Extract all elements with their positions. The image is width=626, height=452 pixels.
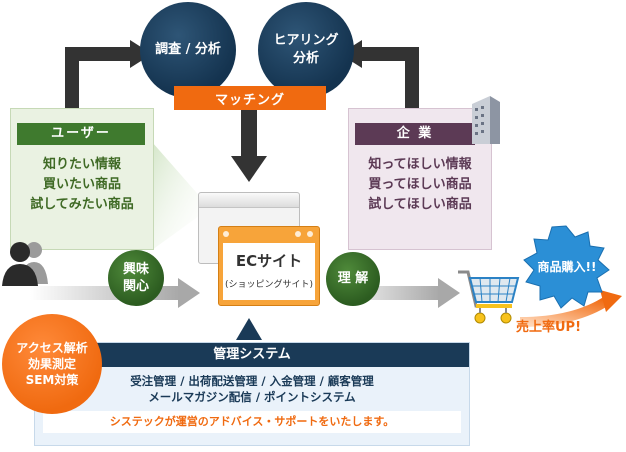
arrowhead-matching-to-ec	[231, 156, 267, 182]
company-box-title-bar: 企 業	[355, 123, 475, 145]
arrowhead-interest	[178, 278, 200, 308]
user-box-title-bar: ユーザー	[17, 123, 145, 145]
management-line-2: メールマガジン配信 / ポイントシステム	[148, 390, 356, 404]
access-analysis-circle: アクセス解析 効果測定 SEM対策	[2, 314, 102, 414]
management-system-box: 管理システム 受注管理 / 出荷配送管理 / 入金管理 / 顧客管理 メールマガ…	[34, 342, 470, 446]
purchase-badge-label: 商品購入!!	[537, 260, 597, 274]
purchase-burst-shape	[523, 225, 610, 309]
understanding-circle: 理 解	[326, 252, 380, 306]
management-line-1: 受注管理 / 出荷配送管理 / 入金管理 / 顧客管理	[130, 374, 374, 388]
access-label-3: SEM対策	[25, 373, 79, 387]
support-bar: システックが運営のアドバイス・サポートをいたします。	[43, 411, 461, 433]
user-line-2: 買いたい商品	[42, 177, 121, 192]
user-line-3: 試してみたい商品	[30, 197, 134, 212]
access-label-2: 効果測定	[27, 357, 76, 371]
user-box-fade-wedge	[152, 142, 210, 250]
interest-label-1: 興味	[122, 262, 149, 277]
user-box-body: 知りたい情報 買いたい商品 試してみたい商品	[11, 155, 153, 215]
company-box-title: 企 業	[396, 126, 434, 141]
management-title: 管理システム	[213, 347, 291, 362]
browser-title-bar	[219, 227, 319, 241]
hearing-label-1: ヒアリング	[273, 33, 339, 48]
ec-site-subtitle: (ショッピングサイト)	[224, 280, 314, 290]
interest-circle: 興味 関心	[108, 250, 164, 306]
ec-site-content: ECサイト (ショッピングサイト)	[223, 243, 315, 300]
arrow-matching-to-ec-shaft	[241, 108, 257, 158]
person-icon	[2, 242, 48, 286]
research-label: 調査 / 分析	[155, 42, 221, 57]
company-box-body: 知ってほしい情報 買ってほしい商品 試してほしい商品	[349, 155, 491, 215]
purchase-badge: 商品購入!!	[524, 258, 610, 275]
arrow-company-to-hearing	[360, 47, 419, 110]
company-line-1: 知ってほしい情報	[368, 157, 472, 172]
sales-up-label: 売上率UP!	[516, 320, 582, 335]
building-icon	[472, 96, 500, 144]
support-text: システックが運営のアドバイス・サポートをいたします。	[109, 415, 395, 428]
access-label-1: アクセス解析	[16, 341, 88, 355]
matching-label: マッチング	[214, 92, 285, 108]
matching-bar: マッチング	[174, 86, 326, 110]
user-box: ユーザー 知りたい情報 買いたい商品 試してみたい商品	[10, 108, 154, 250]
ec-site-title: ECサイト	[235, 252, 303, 270]
company-box: 企 業 知ってほしい情報 買ってほしい商品 試してほしい商品	[348, 108, 492, 250]
hearing-analysis-circle: ヒアリング 分析	[258, 2, 354, 98]
sales-up-arrowhead	[600, 290, 622, 312]
management-title-bar: 管理システム	[35, 343, 469, 367]
user-line-1: 知りたい情報	[42, 157, 121, 172]
research-analysis-circle: 調査 / 分析	[140, 2, 236, 98]
company-line-2: 買ってほしい商品	[368, 177, 472, 192]
user-box-title: ユーザー	[51, 126, 111, 141]
understanding-label: 理 解	[337, 271, 369, 286]
arrowhead-understanding	[438, 278, 460, 308]
hearing-label-2: 分析	[292, 51, 319, 66]
arrow-user-to-research	[65, 47, 132, 110]
shopping-cart-icon	[458, 270, 520, 324]
company-line-3: 試してほしい商品	[368, 197, 472, 212]
sales-up-arrow	[519, 295, 611, 327]
management-pointer	[236, 318, 262, 340]
interest-label-2: 関心	[122, 279, 149, 294]
browser-window-icon: ECサイト (ショッピングサイト)	[218, 226, 320, 306]
